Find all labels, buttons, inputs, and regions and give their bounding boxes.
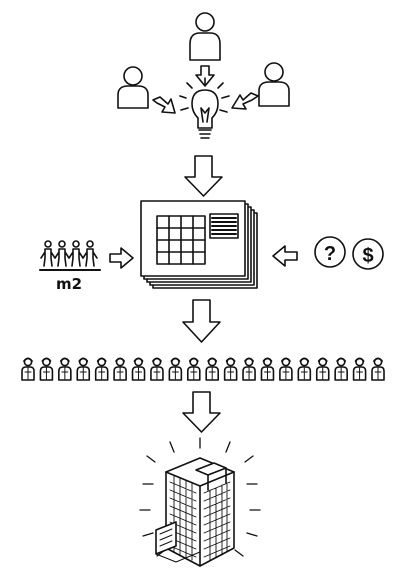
worker-icon [334, 357, 348, 381]
worker-icon [352, 357, 367, 381]
stakeholder-right [258, 62, 290, 107]
workers-row [21, 357, 385, 381]
arrow-diag-right [231, 92, 259, 110]
worker-icon [297, 357, 312, 381]
worker-icon [58, 357, 72, 381]
worker-icon [94, 357, 109, 381]
glow-lines [139, 437, 261, 557]
lightbulb-icon [179, 77, 230, 139]
arrow-down-small [195, 65, 215, 87]
person-icon [264, 62, 284, 82]
arrow-diag-left [152, 96, 176, 114]
worker-icon [223, 357, 238, 381]
floor-plan-icon [140, 200, 258, 289]
worker-icon [150, 357, 164, 381]
worker-icon [113, 357, 127, 381]
question-glyph: ? [324, 243, 336, 265]
stakeholder-left [117, 66, 149, 109]
worker-icon [76, 357, 91, 381]
worker-icon [279, 357, 293, 381]
worker-icon [371, 357, 385, 381]
skyscraper-icon [139, 437, 261, 567]
worker-icon [186, 357, 201, 381]
person-body [117, 85, 149, 109]
people-row [40, 240, 98, 267]
person-body [189, 32, 221, 61]
arrow-left [272, 245, 298, 267]
arrow-down-large [182, 299, 221, 343]
worker-icon [205, 357, 220, 381]
arrow-down-large [182, 391, 221, 433]
person-body [258, 81, 290, 107]
worker-icon [315, 357, 330, 381]
area-per-person-icon: m2 [39, 240, 101, 293]
worker-icon [131, 357, 146, 381]
arrow-right [109, 247, 134, 269]
worker-icon [260, 357, 275, 381]
worker-icon [168, 357, 183, 381]
area-unit-label: m2 [56, 275, 82, 293]
money-glyph: $ [362, 245, 373, 267]
person-icon [195, 12, 215, 32]
stakeholder-top [189, 12, 221, 61]
arrow-down-large [184, 155, 223, 197]
money-coin: $ [352, 238, 384, 270]
question-coin: ? [314, 236, 346, 268]
worker-icon [21, 357, 35, 381]
worker-icon [39, 357, 54, 381]
person-icon [123, 66, 143, 86]
worker-icon [242, 357, 256, 381]
